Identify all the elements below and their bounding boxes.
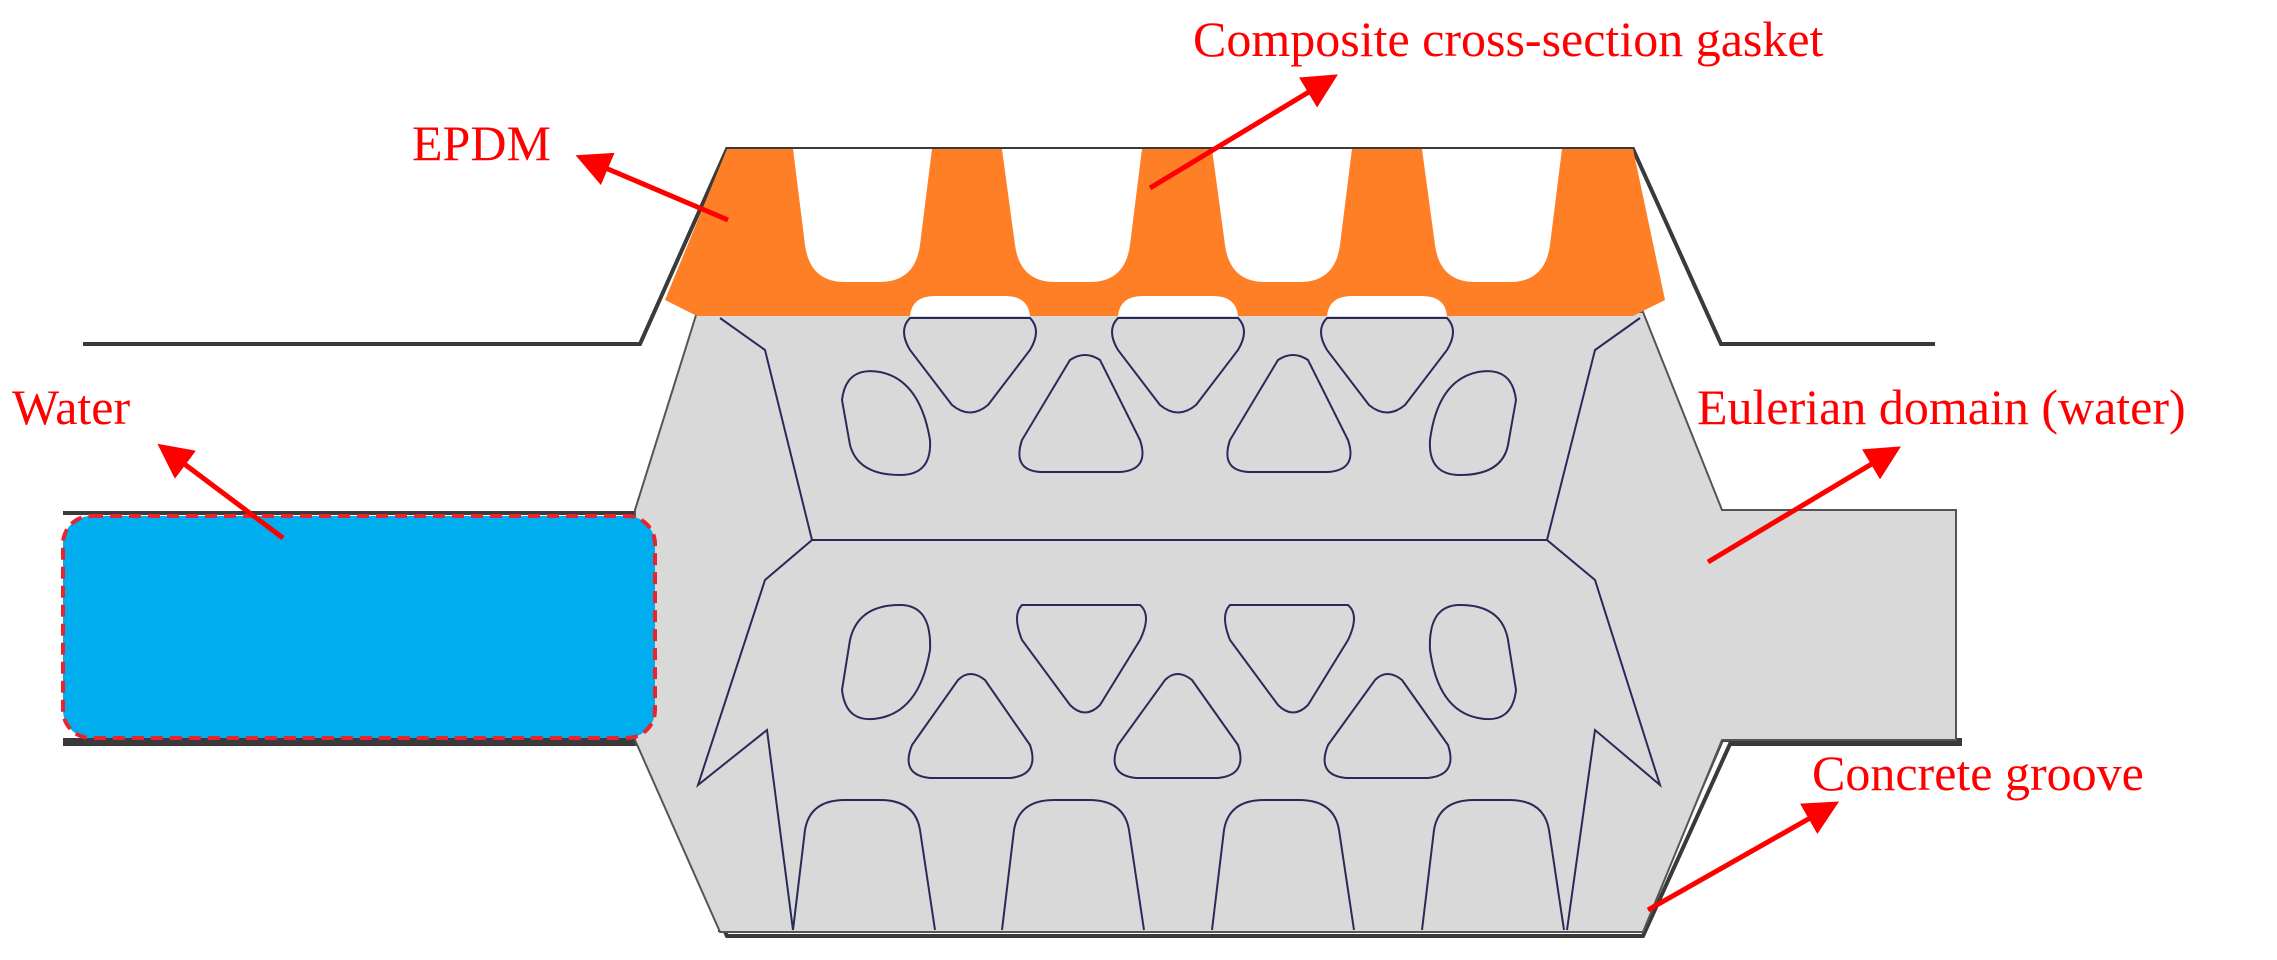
- cavity-triangle-up: [1323, 673, 1452, 779]
- label-concrete-groove: Concrete groove: [1812, 745, 2144, 801]
- gasket-outline-left: [696, 317, 814, 931]
- cavity-oval: [840, 370, 932, 477]
- label-eulerian-domain: Eulerian domain (water): [1697, 379, 2186, 435]
- foot-arch: [1211, 799, 1355, 931]
- epdm-slots: [793, 149, 1562, 282]
- arrow-eulerian-domain: [1706, 446, 1902, 565]
- epdm-base-openings: [910, 296, 1447, 316]
- foot-arch: [1001, 799, 1145, 931]
- label-epdm: EPDM: [412, 115, 551, 171]
- arrow-concrete-groove: [1646, 801, 1840, 913]
- annotation-arrows: [157, 74, 1902, 913]
- bottom-feet: [792, 799, 1565, 931]
- base-opening: [910, 296, 1030, 316]
- cavity-triangle-down: [1111, 317, 1245, 414]
- cavity-triangle-up: [907, 673, 1034, 779]
- cavity-oval: [840, 603, 932, 721]
- arrow-composite-gasket: [1148, 74, 1338, 191]
- gasket-mesh: [696, 317, 1663, 931]
- groove-bottom-wall: [63, 742, 1962, 938]
- cavity-triangle-up: [1018, 354, 1144, 473]
- epdm-slot: [1002, 149, 1142, 282]
- gasket-outline-right: [1545, 317, 1663, 931]
- label-composite-gasket: Composite cross-section gasket: [1193, 11, 1824, 67]
- lower-cavities: [840, 603, 1518, 779]
- water-block: [61, 514, 657, 740]
- cavity-triangle-up: [1226, 354, 1352, 473]
- label-water: Water: [12, 379, 130, 435]
- foot-arch: [1421, 799, 1565, 931]
- cavity-triangle-down: [1320, 317, 1454, 414]
- cavity-triangle-down: [1224, 604, 1355, 714]
- epdm-slot: [1422, 149, 1562, 282]
- cavity-triangle-down: [903, 317, 1037, 414]
- cavity-oval: [1428, 603, 1518, 721]
- cavity-oval: [1428, 370, 1518, 477]
- upper-cavities: [840, 317, 1518, 477]
- cavity-triangle-up: [1113, 673, 1242, 779]
- base-opening: [1327, 296, 1447, 316]
- cavity-triangle-down: [1016, 604, 1147, 714]
- arrow-epdm: [575, 152, 729, 223]
- epdm-slot: [1212, 149, 1352, 282]
- epdm-slot: [793, 149, 932, 282]
- arrow-water: [157, 443, 285, 540]
- foot-arch: [792, 799, 936, 931]
- base-opening: [1118, 296, 1238, 316]
